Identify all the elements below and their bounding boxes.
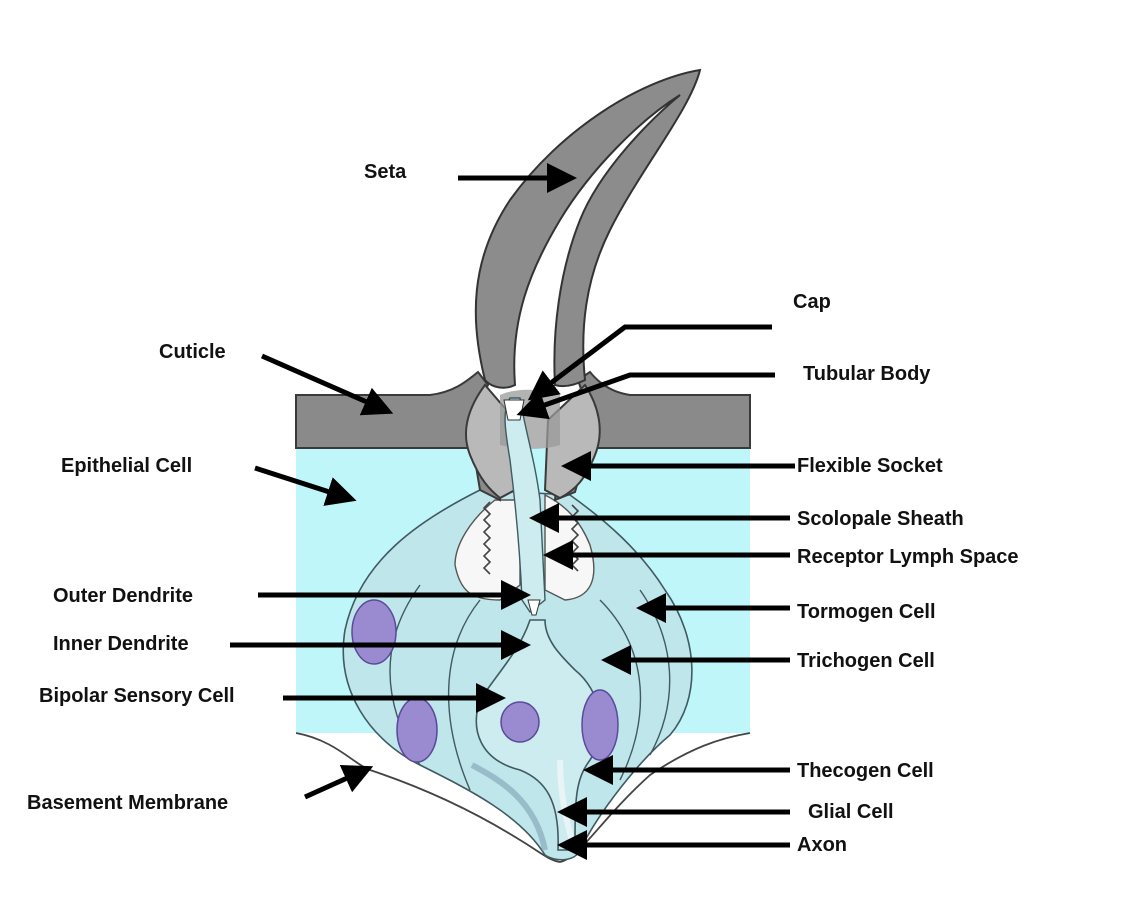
label-cuticle: Cuticle <box>159 341 226 363</box>
label-epithelial-cell: Epithelial Cell <box>61 455 192 477</box>
label-receptor-lymph-space: Receptor Lymph Space <box>797 546 1019 568</box>
label-trichogen-cell: Trichogen Cell <box>797 650 935 672</box>
labels: Seta Cap Cuticle Tubular Body Epithelial… <box>27 161 1019 856</box>
label-tormogen-cell: Tormogen Cell <box>797 601 936 623</box>
label-thecogen-cell: Thecogen Cell <box>797 760 934 782</box>
nucleus-tormogen <box>351 599 397 665</box>
scolopale-sheath-left <box>482 501 492 575</box>
nucleus-trichogen <box>396 697 438 763</box>
arrow-epithelial-cell <box>254 465 357 506</box>
arrow-tubular-body <box>516 372 775 420</box>
label-tubular-body: Tubular Body <box>803 363 931 385</box>
nucleus-sensory <box>500 701 540 743</box>
tubular-body-shape <box>503 399 525 421</box>
glial-sheath-left <box>470 762 548 851</box>
arrow-basement-membrane <box>303 764 374 800</box>
label-inner-dendrite: Inner Dendrite <box>53 633 189 655</box>
arrow-cuticle <box>260 353 394 416</box>
cell-boundary-3 <box>599 599 642 781</box>
label-scolopale-sheath: Scolopale Sheath <box>797 508 964 530</box>
label-flexible-socket: Flexible Socket <box>797 455 943 477</box>
nucleus-thecogen <box>581 689 619 761</box>
label-seta: Seta <box>364 161 407 183</box>
label-bipolar-sensory-cell: Bipolar Sensory Cell <box>39 685 235 707</box>
label-axon: Axon <box>797 834 847 856</box>
label-outer-dendrite: Outer Dendrite <box>53 585 193 607</box>
seta-shape <box>474 68 702 389</box>
arrows <box>230 163 795 860</box>
label-basement-membrane: Basement Membrane <box>27 792 228 814</box>
label-glial-cell: Glial Cell <box>808 801 894 823</box>
cell-boundary-2 <box>447 599 481 791</box>
outer-dendrite-shape <box>504 397 546 614</box>
arrow-cap <box>527 324 772 401</box>
label-cap: Cap <box>793 291 831 313</box>
